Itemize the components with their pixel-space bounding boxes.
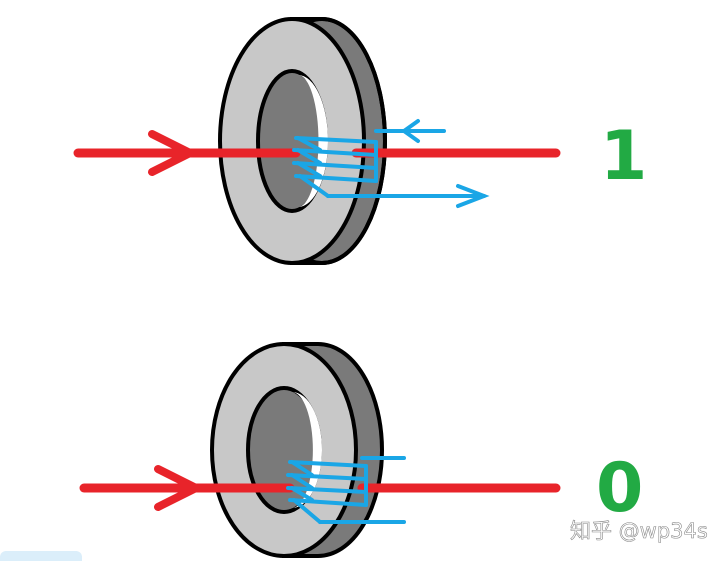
core-bottom bbox=[210, 342, 384, 558]
wire-top-arrowhead bbox=[148, 130, 194, 176]
core-bottom-hole-light bbox=[292, 392, 322, 508]
wire-bottom-arrowhead bbox=[154, 465, 200, 511]
corner-artifact bbox=[0, 551, 82, 561]
winding-bottom bbox=[286, 456, 406, 524]
state-label-bottom: 0 bbox=[596, 449, 643, 528]
state-label-top: 1 bbox=[600, 117, 647, 196]
winding-top bbox=[292, 119, 490, 208]
watermark: 知乎 @wp34s bbox=[570, 519, 708, 543]
